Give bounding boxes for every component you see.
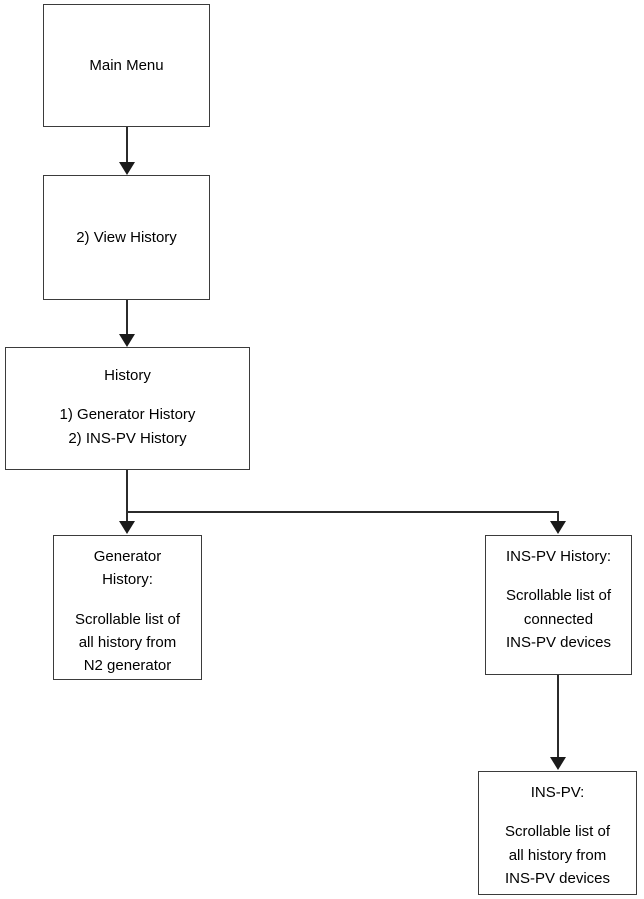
arrowhead-main-menu-to-view-history [119, 162, 135, 175]
connector-main-menu-to-view-history [126, 127, 128, 164]
node-history[interactable]: History 1) Generator History 2) INS-PV H… [5, 347, 250, 470]
node-inspv-body: Scrollable list of all history from INS-… [504, 823, 611, 887]
node-generator-history-title: Generator History: [93, 548, 162, 589]
node-view-history-label: 2) View History [76, 228, 177, 246]
node-main-menu[interactable]: Main Menu [43, 4, 210, 127]
node-history-title: History [104, 367, 151, 384]
arrowhead-inspv-history-to-inspv [550, 757, 566, 770]
node-history-options: 1) Generator History 2) INS-PV History [59, 406, 196, 447]
connector-history-stem [126, 470, 128, 513]
node-inspv-history-title: INS-PV History: [505, 548, 611, 565]
connector-history-to-generator-history [126, 511, 128, 524]
arrowhead-view-history-to-history [119, 334, 135, 347]
connector-view-history-to-history [126, 300, 128, 335]
arrowhead-history-to-inspv-history [550, 521, 566, 534]
arrowhead-history-to-generator-history [119, 521, 135, 534]
node-inspv[interactable]: INS-PV: Scrollable list of all history f… [478, 771, 637, 895]
node-inspv-history-body: Scrollable list of connected INS-PV devi… [505, 587, 612, 651]
node-generator-history[interactable]: Generator History: Scrollable list of al… [53, 535, 202, 680]
node-main-menu-label: Main Menu [89, 56, 164, 74]
connector-history-to-inspv-history [557, 511, 559, 524]
node-view-history[interactable]: 2) View History [43, 175, 210, 300]
connector-history-branch-horizontal [126, 511, 559, 513]
connector-inspv-history-to-inspv [557, 675, 559, 759]
node-inspv-history[interactable]: INS-PV History: Scrollable list of conne… [485, 535, 632, 675]
node-generator-history-body: Scrollable list of all history from N2 g… [74, 610, 181, 675]
node-inspv-title: INS-PV: [530, 784, 585, 801]
